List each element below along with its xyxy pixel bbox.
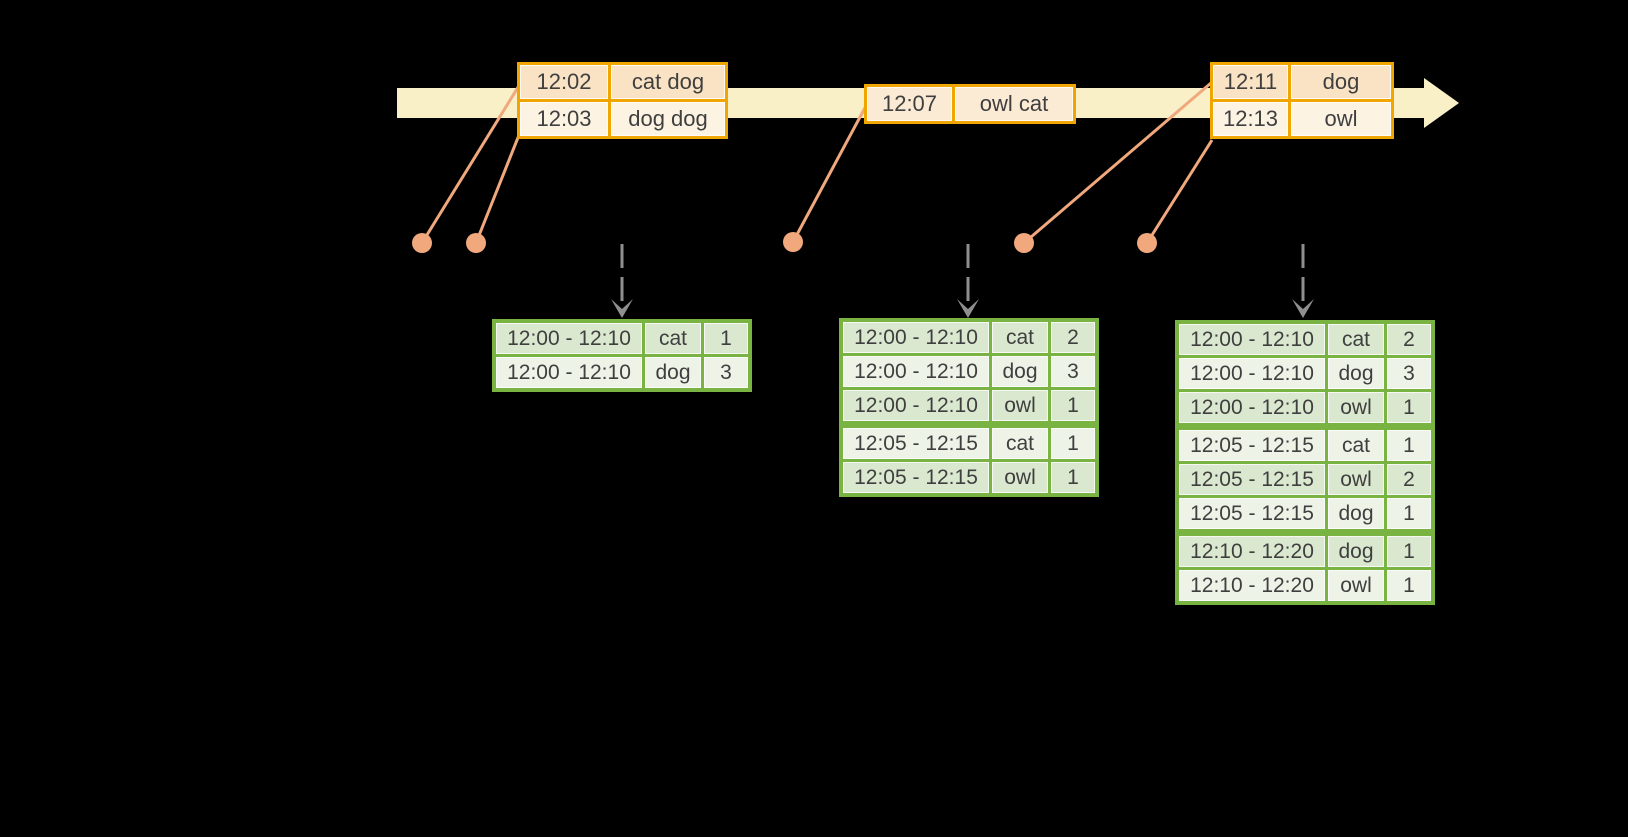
result-table-2: 12:00 - 12:10 cat 2 12:00 - 12:10 dog 3 …	[839, 318, 1099, 497]
result-window-cell: 12:00 - 12:10	[1179, 324, 1325, 355]
result-window-cell: 12:05 - 12:15	[1179, 464, 1325, 495]
result-table-row: 12:00 - 12:10 dog 3	[843, 356, 1095, 387]
result-count-cell: 1	[1387, 536, 1431, 567]
result-window-cell: 12:10 - 12:20	[1179, 536, 1325, 567]
result-table-1: 12:00 - 12:10 cat 1 12:00 - 12:10 dog 3	[492, 319, 752, 392]
result-table-row: 12:00 - 12:10 cat 2	[1179, 324, 1431, 355]
result-window-cell: 12:00 - 12:10	[1179, 358, 1325, 389]
event-table-row: 12:11 dog	[1213, 65, 1391, 99]
result-table-row: 12:05 - 12:15 cat 1	[1179, 430, 1431, 461]
result-count-cell: 3	[1387, 358, 1431, 389]
result-count-cell: 1	[1387, 498, 1431, 529]
result-window-cell: 12:05 - 12:15	[1179, 430, 1325, 461]
result-word-cell: dog	[1328, 498, 1384, 529]
event-table-row: 12:02 cat dog	[520, 65, 725, 99]
result-table-row: 12:00 - 12:10 dog 3	[1179, 358, 1431, 389]
trigger-arrowhead-icon	[957, 299, 979, 318]
result-word-cell: owl	[1328, 392, 1384, 423]
trigger-arrowhead-icon	[611, 299, 633, 318]
result-count-cell: 1	[1387, 570, 1431, 601]
result-table-row: 12:05 - 12:15 cat 1	[843, 428, 1095, 459]
result-table-row: 12:00 - 12:10 cat 2	[843, 322, 1095, 353]
result-window-cell: 12:10 - 12:20	[1179, 570, 1325, 601]
result-window-cell: 12:05 - 12:15	[843, 462, 989, 493]
event-time-cell: 12:03	[520, 102, 608, 136]
result-table-row: 12:10 - 12:20 dog 1	[1179, 536, 1431, 567]
result-window-cell: 12:00 - 12:10	[843, 356, 989, 387]
result-table-row: 12:00 - 12:10 dog 3	[496, 357, 748, 388]
connector-line-icon	[1023, 81, 1212, 245]
result-table-row: 12:00 - 12:10 owl 1	[843, 390, 1095, 421]
connector-lines	[420, 81, 1214, 245]
event-words-cell: dog dog	[611, 102, 725, 136]
event-dot-icon	[1014, 233, 1034, 253]
connector-line-icon	[420, 83, 522, 244]
result-word-cell: dog	[992, 356, 1048, 387]
event-table-row: 12:03 dog dog	[520, 102, 725, 136]
result-table-row: 12:05 - 12:15 owl 1	[843, 462, 1095, 493]
result-count-cell: 2	[1387, 324, 1431, 355]
event-dots	[412, 232, 1157, 253]
result-table-row: 12:00 - 12:10 cat 1	[496, 323, 748, 354]
result-table-row: 12:10 - 12:20 owl 1	[1179, 570, 1431, 601]
result-window-cell: 12:00 - 12:10	[496, 357, 642, 388]
event-time-cell: 12:13	[1213, 102, 1288, 136]
result-word-cell: dog	[645, 357, 701, 388]
result-word-cell: cat	[992, 428, 1048, 459]
event-words-cell: owl cat	[955, 87, 1073, 121]
result-count-cell: 1	[704, 323, 748, 354]
connector-line-icon	[791, 103, 869, 243]
result-word-cell: dog	[1328, 536, 1384, 567]
result-word-cell: owl	[1328, 464, 1384, 495]
trigger-arrows	[611, 244, 1314, 318]
result-table-row: 12:00 - 12:10 owl 1	[1179, 392, 1431, 423]
event-words-cell: dog	[1291, 65, 1391, 99]
event-time-cell: 12:02	[520, 65, 608, 99]
event-time-cell: 12:07	[867, 87, 952, 121]
result-count-cell: 3	[1051, 356, 1095, 387]
result-word-cell: cat	[992, 322, 1048, 353]
result-count-cell: 1	[1387, 430, 1431, 461]
event-dot-icon	[412, 233, 432, 253]
result-count-cell: 2	[1051, 322, 1095, 353]
timeline-arrowhead-icon	[1424, 78, 1459, 128]
event-dot-icon	[466, 233, 486, 253]
result-word-cell: cat	[645, 323, 701, 354]
result-count-cell: 1	[1387, 392, 1431, 423]
result-window-cell: 12:00 - 12:10	[843, 390, 989, 421]
result-window-cell: 12:00 - 12:10	[496, 323, 642, 354]
connector-line-icon	[1145, 139, 1214, 244]
result-word-cell: owl	[992, 462, 1048, 493]
result-window-cell: 12:00 - 12:10	[1179, 392, 1325, 423]
event-table-row: 12:07 owl cat	[867, 87, 1073, 121]
result-window-cell: 12:05 - 12:15	[843, 428, 989, 459]
event-words-cell: owl	[1291, 102, 1391, 136]
event-table-3: 12:11 dog 12:13 owl	[1210, 62, 1394, 139]
result-count-cell: 1	[1051, 428, 1095, 459]
event-time-cell: 12:11	[1213, 65, 1288, 99]
result-table-row: 12:05 - 12:15 owl 2	[1179, 464, 1431, 495]
trigger-arrowhead-icon	[1292, 299, 1314, 318]
event-dot-icon	[1137, 233, 1157, 253]
result-window-cell: 12:05 - 12:15	[1179, 498, 1325, 529]
result-word-cell: dog	[1328, 358, 1384, 389]
result-count-cell: 2	[1387, 464, 1431, 495]
result-count-cell: 1	[1051, 390, 1095, 421]
result-count-cell: 3	[704, 357, 748, 388]
connector-line-icon	[474, 124, 525, 244]
result-word-cell: owl	[1328, 570, 1384, 601]
result-word-cell: cat	[1328, 430, 1384, 461]
event-dot-icon	[783, 232, 803, 252]
result-table-3: 12:00 - 12:10 cat 2 12:00 - 12:10 dog 3 …	[1175, 320, 1435, 605]
result-word-cell: cat	[1328, 324, 1384, 355]
result-count-cell: 1	[1051, 462, 1095, 493]
event-table-2: 12:07 owl cat	[864, 84, 1076, 124]
result-window-cell: 12:00 - 12:10	[843, 322, 989, 353]
event-table-1: 12:02 cat dog 12:03 dog dog	[517, 62, 728, 139]
result-table-row: 12:05 - 12:15 dog 1	[1179, 498, 1431, 529]
event-words-cell: cat dog	[611, 65, 725, 99]
result-word-cell: owl	[992, 390, 1048, 421]
event-table-row: 12:13 owl	[1213, 102, 1391, 136]
